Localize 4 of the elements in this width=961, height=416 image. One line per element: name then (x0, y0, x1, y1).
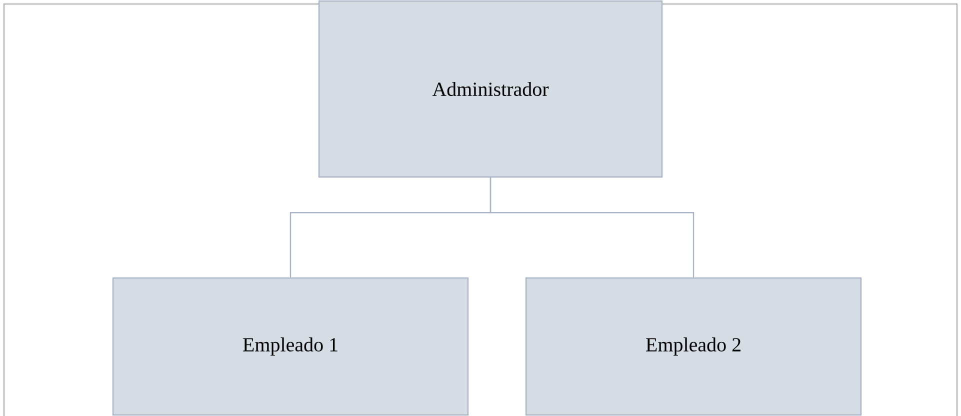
org-box: Empleado 1 (112, 277, 469, 416)
connector-line (490, 178, 694, 278)
org-box: Administrador (318, 0, 663, 178)
org-box: Empleado 2 (525, 277, 862, 416)
